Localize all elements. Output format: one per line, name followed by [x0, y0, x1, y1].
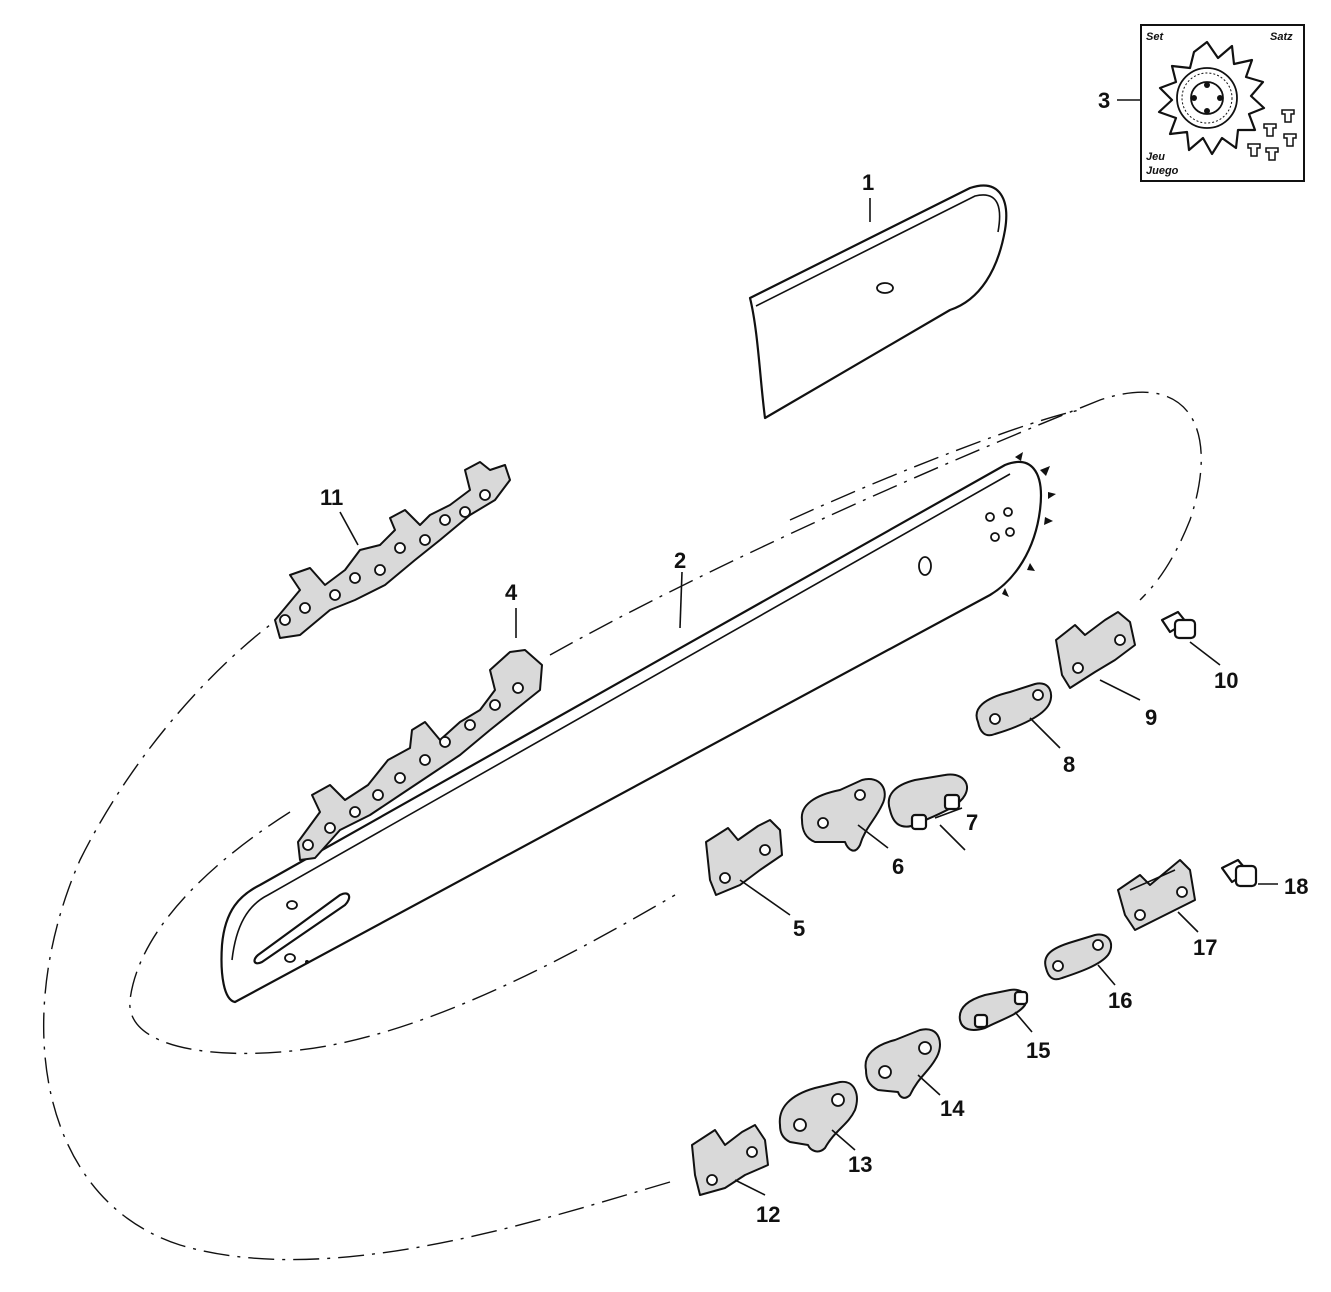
- part-label-16: 16: [1108, 988, 1132, 1013]
- part-12-cutter: [691, 1124, 769, 1196]
- part-3-sprocket-set: Set Satz Jeu Juego: [1117, 24, 1305, 182]
- part-label-18: 18: [1284, 874, 1308, 899]
- rivet-icons: [1247, 109, 1297, 161]
- set-label-fr: Jeu: [1146, 151, 1165, 163]
- chain-loop-dashdot: [42, 391, 1202, 1261]
- part-label-8: 8: [1063, 752, 1075, 777]
- part-label-7: 7: [966, 810, 978, 835]
- part-label-17: 17: [1193, 935, 1217, 960]
- part-18-rivet: [1220, 858, 1278, 888]
- part-label-15: 15: [1026, 1038, 1050, 1063]
- part-label-11: 11: [320, 485, 343, 510]
- part-label-4: 4: [505, 580, 518, 605]
- sprocket-teeth-icon: [1002, 452, 1056, 597]
- part-17-cutter: [1117, 859, 1199, 933]
- part-5-cutter: [705, 819, 791, 916]
- part-14-drive-link: [864, 1028, 941, 1099]
- part-label-3: 3: [1098, 88, 1110, 113]
- part-1-bar-plate: [748, 184, 1008, 420]
- part-13-drive-link: [778, 1080, 858, 1153]
- part-15-preset-tie-strap: [958, 988, 1033, 1033]
- part-label-10: 10: [1214, 668, 1238, 693]
- part-6-drive-link: [800, 778, 889, 852]
- part-9-cutter: [1055, 611, 1141, 701]
- set-label-es: Juego: [1146, 165, 1179, 177]
- part-10-rivet: [1160, 610, 1221, 666]
- part-16-tie-strap: [1044, 933, 1116, 986]
- part-labels: 1 2 3 4 5 6 7 8 9 10 11 12 13 14 15 16 1…: [320, 88, 1308, 1227]
- part-7-preset-tie-strap: [887, 773, 968, 851]
- part-8-tie-strap: [975, 682, 1061, 749]
- set-label-en: Set: [1146, 31, 1164, 43]
- part-4-chain-segment: [297, 608, 543, 861]
- part-label-5: 5: [793, 916, 805, 941]
- part-label-6: 6: [892, 854, 904, 879]
- part-11-chain-segment: [274, 461, 511, 639]
- part-label-13: 13: [848, 1152, 872, 1177]
- part-label-12: 12: [756, 1202, 780, 1227]
- part-2-guide-bar: [220, 452, 1056, 1004]
- part-label-1: 1: [862, 170, 874, 195]
- part-label-9: 9: [1145, 705, 1157, 730]
- part-label-2: 2: [674, 548, 686, 573]
- part-label-14: 14: [940, 1096, 965, 1121]
- set-label-de: Satz: [1270, 31, 1293, 43]
